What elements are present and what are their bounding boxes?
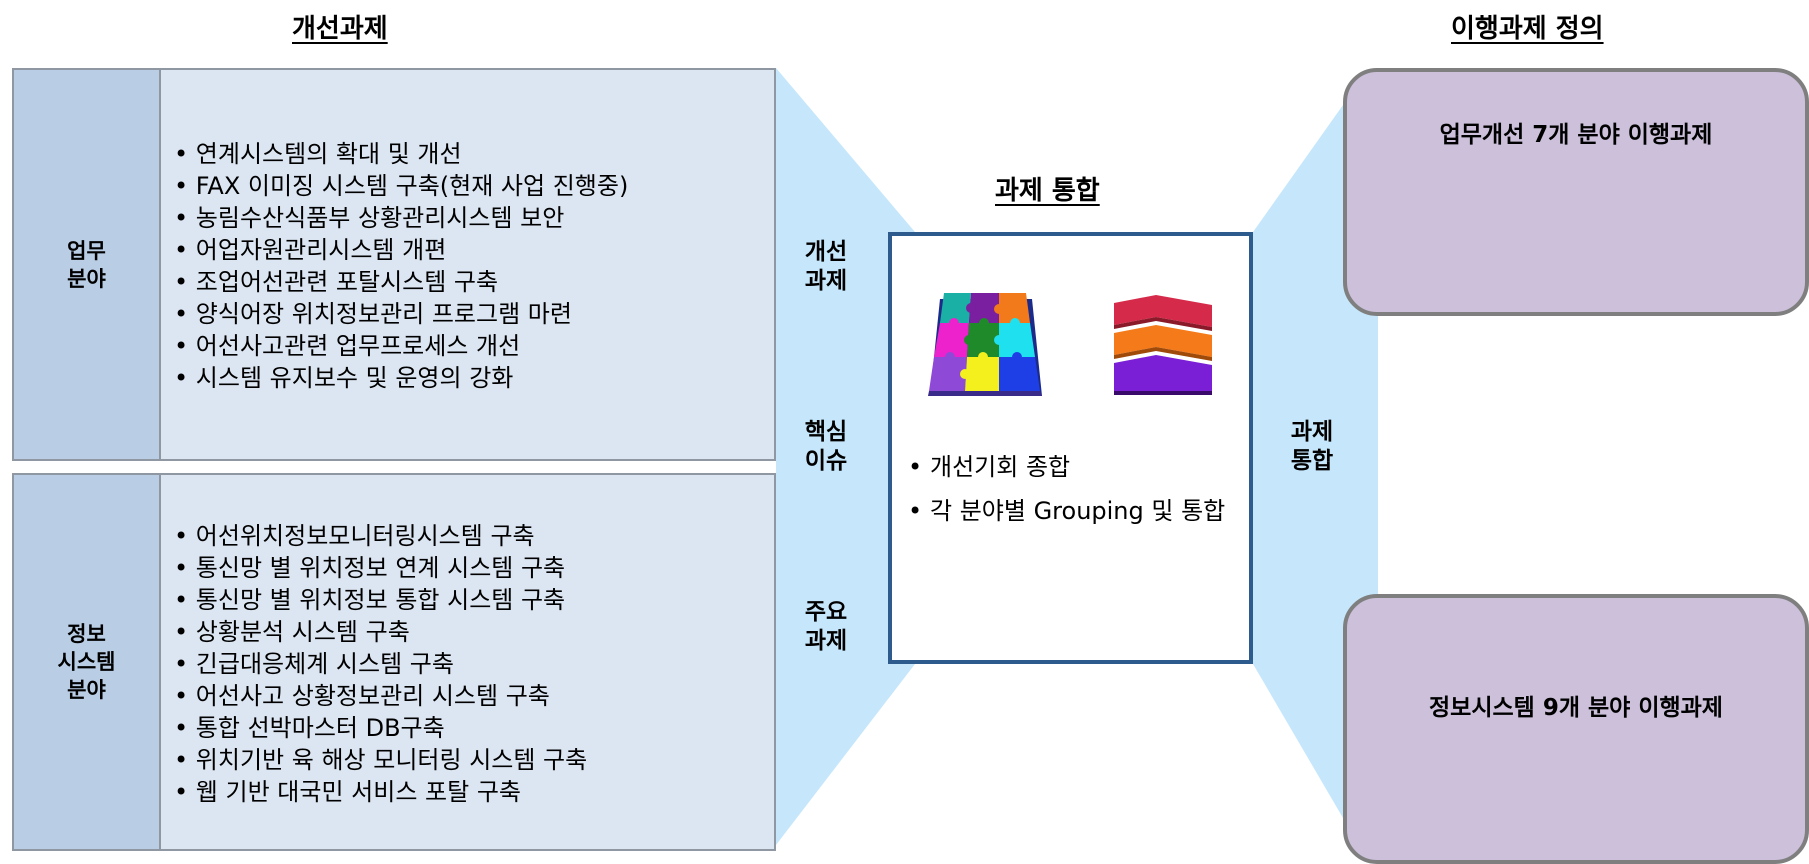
puzzle-icon: [928, 293, 1042, 396]
list-item: 긴급대응체계 시스템 구축: [174, 648, 766, 680]
label-improvement-tasks: 개선 과제: [804, 239, 848, 294]
heading-task-integration: 과제 통합: [995, 176, 1100, 206]
list-item: 연계시스템의 확대 및 개선: [174, 138, 766, 170]
list-item: 시스템 유지보수 및 운영의 강화: [174, 362, 766, 394]
panel-label-business: 업무 분야: [67, 238, 106, 291]
layers-icon: [1114, 295, 1212, 395]
integration-bullet-list: 개선기회 종합 각 분야별 Grouping 및 통합: [908, 448, 1239, 536]
list-item: 양식어장 위치정보관리 프로그램 마련: [174, 298, 766, 330]
integration-icons: [928, 293, 1212, 396]
list-item: 상황분석 시스템 구축: [174, 616, 766, 648]
target-label-business: 업무개선 7개 분야 이행과제: [1439, 122, 1713, 148]
label-core-issues: 핵심 이슈: [804, 419, 848, 474]
panel-label-information-system: 정보 시스템 분야: [57, 622, 116, 702]
panel-side-label: 정보 시스템 분야: [14, 475, 161, 849]
business-task-list: 연계시스템의 확대 및 개선 FAX 이미징 시스템 구축(현재 사업 진행중)…: [174, 138, 766, 394]
list-item: 통신망 별 위치정보 연계 시스템 구축: [174, 552, 766, 584]
information-system-task-list: 어선위치정보모니터링시스템 구축 통신망 별 위치정보 연계 시스템 구축 통신…: [174, 520, 766, 808]
list-item: 통신망 별 위치정보 통합 시스템 구축: [174, 584, 766, 616]
list-item: 어선위치정보모니터링시스템 구축: [174, 520, 766, 552]
list-item: 어선사고 상황정보관리 시스템 구축: [174, 680, 766, 712]
list-item: FAX 이미징 시스템 구축(현재 사업 진행중): [174, 170, 766, 202]
task-integration-box: 개선기회 종합 각 분야별 Grouping 및 통합: [888, 232, 1253, 664]
list-item: 어선사고관련 업무프로세스 개선: [174, 330, 766, 362]
panel-side-label: 업무 분야: [14, 70, 161, 459]
target-box-information-system: 정보시스템 9개 분야 이행과제: [1343, 594, 1809, 864]
list-item: 위치기반 육 해상 모니터링 시스템 구축: [174, 744, 766, 776]
list-item: 개선기회 종합: [908, 448, 1239, 486]
target-label-information-system: 정보시스템 9개 분야 이행과제: [1429, 695, 1723, 721]
list-item: 어업자원관리시스템 개편: [174, 234, 766, 266]
list-item: 각 분야별 Grouping 및 통합: [908, 492, 1239, 530]
heading-transition-definition: 이행과제 정의: [1451, 14, 1604, 44]
list-item: 웹 기반 대국민 서비스 포탈 구축: [174, 776, 766, 808]
list-item: 조업어선관련 포탈시스템 구축: [174, 266, 766, 298]
label-task-integration: 과제 통합: [1290, 419, 1334, 474]
heading-improvement-tasks: 개선과제: [292, 14, 388, 44]
panel-information-system-area: 정보 시스템 분야 어선위치정보모니터링시스템 구축 통신망 별 위치정보 연계…: [12, 473, 776, 851]
label-main-tasks: 주요 과제: [804, 599, 848, 654]
left-funnel: [776, 68, 915, 845]
list-item: 통합 선박마스터 DB구축: [174, 712, 766, 744]
target-box-business: 업무개선 7개 분야 이행과제: [1343, 68, 1809, 316]
panel-business-area: 업무 분야 연계시스템의 확대 및 개선 FAX 이미징 시스템 구축(현재 사…: [12, 68, 776, 461]
list-item: 농림수산식품부 상황관리시스템 보안: [174, 202, 766, 234]
